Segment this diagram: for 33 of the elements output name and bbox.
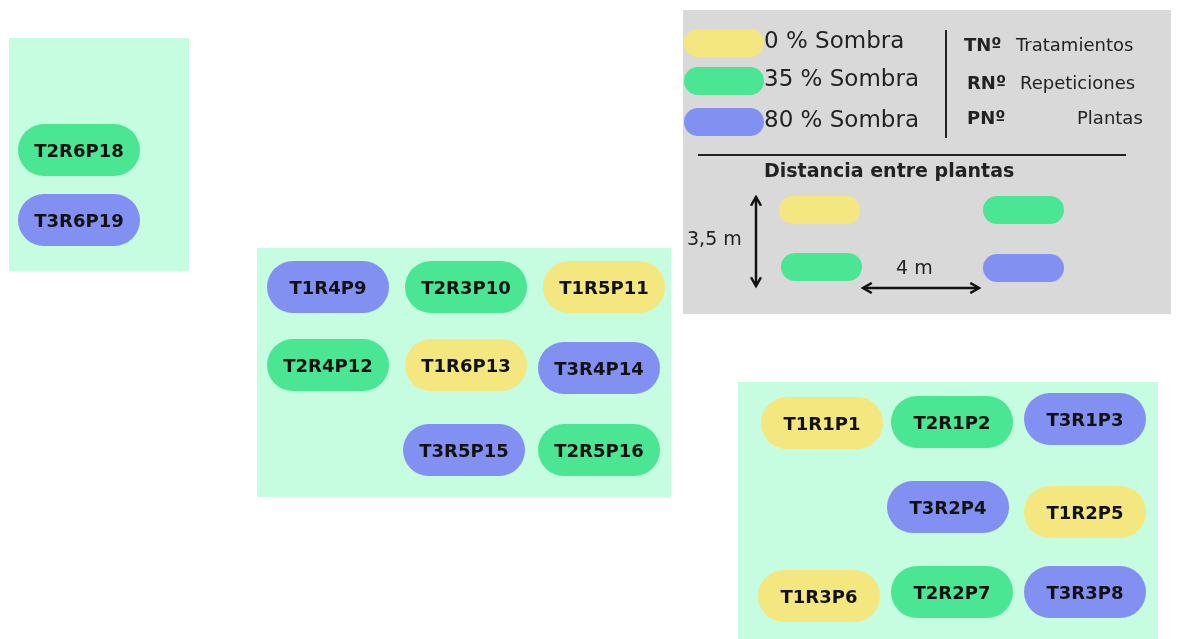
field-panel	[738, 382, 1158, 639]
abbreviation: PNº	[967, 107, 1006, 128]
plant-pill: T2R4P12	[267, 339, 389, 391]
field-panel	[257, 248, 671, 497]
plant-pill: T3R1P3	[1024, 393, 1146, 445]
plant-pill: T1R6P13	[405, 339, 527, 391]
plant-pill: T2R1P2	[891, 396, 1013, 448]
plant-pill: T1R4P9	[267, 261, 389, 313]
legend-label: 0 % Sombra	[764, 27, 905, 53]
abbreviation-meaning: Tratamientos	[1016, 34, 1134, 55]
abbreviation-meaning: Plantas	[1077, 107, 1143, 128]
plant-pill: T3R2P4	[887, 481, 1009, 533]
dimension-label: 4 m	[896, 256, 933, 278]
plant-pill: T3R6P19	[18, 194, 140, 246]
dimension-label: 3,5 m	[687, 227, 742, 249]
abbreviation-meaning: Repeticiones	[1020, 72, 1136, 93]
plant-pill: T1R5P11	[543, 261, 665, 313]
legend-label: 35 % Sombra	[764, 65, 919, 91]
abbreviation: RNº	[967, 72, 1007, 93]
plant-pill: T1R3P6	[758, 570, 880, 622]
abbreviation: TNº	[964, 34, 1002, 55]
plant-pill: T3R5P15	[403, 424, 525, 476]
plant-pill: T1R2P5	[1024, 486, 1146, 538]
legend-label: 80 % Sombra	[764, 106, 919, 132]
field-panel	[9, 38, 189, 271]
plant-pill: T2R6P18	[18, 124, 140, 176]
plant-pill: T3R4P14	[538, 342, 660, 394]
plant-pill: T2R2P7	[891, 566, 1013, 618]
plant-pill: T3R3P8	[1024, 566, 1146, 618]
section-heading: Distancia entre plantas	[764, 159, 1015, 181]
plant-pill: T2R5P16	[538, 424, 660, 476]
plant-pill: T2R3P10	[405, 261, 527, 313]
plant-pill: T1R1P1	[761, 397, 883, 449]
